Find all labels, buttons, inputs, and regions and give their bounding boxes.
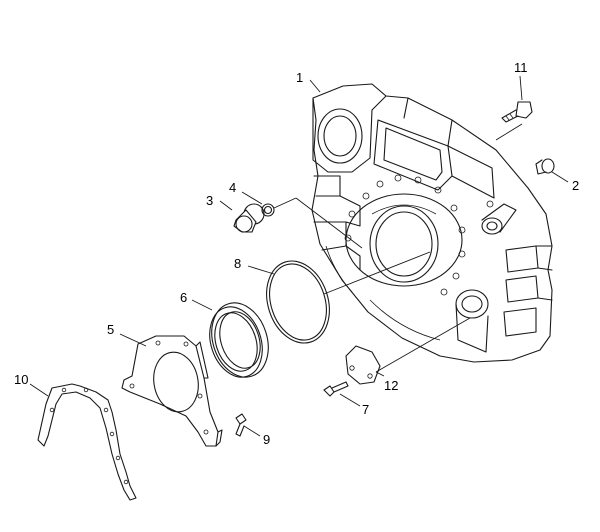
callout-12: 12 [384,378,398,393]
callout-5: 5 [107,322,114,337]
leader-lines [29,75,569,437]
callout-8: 8 [234,256,241,271]
callout-4: 4 [229,180,236,195]
callout-1: 1 [296,70,303,85]
callout-9: 9 [263,432,270,447]
callout-6: 6 [180,290,187,305]
bolt-part-7 [323,381,349,397]
callout-7: 7 [362,402,369,417]
callout-11: 11 [514,60,528,75]
cap-part [233,203,265,233]
flywheel-housing-part [311,83,553,363]
seal-retainer-plate-part [121,335,223,447]
callout-10: 10 [14,372,28,387]
callout-2: 2 [572,178,579,193]
callout-3: 3 [206,193,213,208]
bolt-part-9 [235,413,247,437]
bolt-part-11 [501,101,533,123]
plug-part [535,158,555,175]
oil-seal-part [209,302,269,378]
gasket-part [37,383,137,501]
large-o-ring-part [266,260,330,344]
callout-labels: 1 11 2 3 4 8 6 5 10 12 7 9 [14,60,579,447]
cover-plate-part [345,345,381,385]
o-ring-part [261,203,275,217]
housing-bolt-holes [344,174,466,296]
